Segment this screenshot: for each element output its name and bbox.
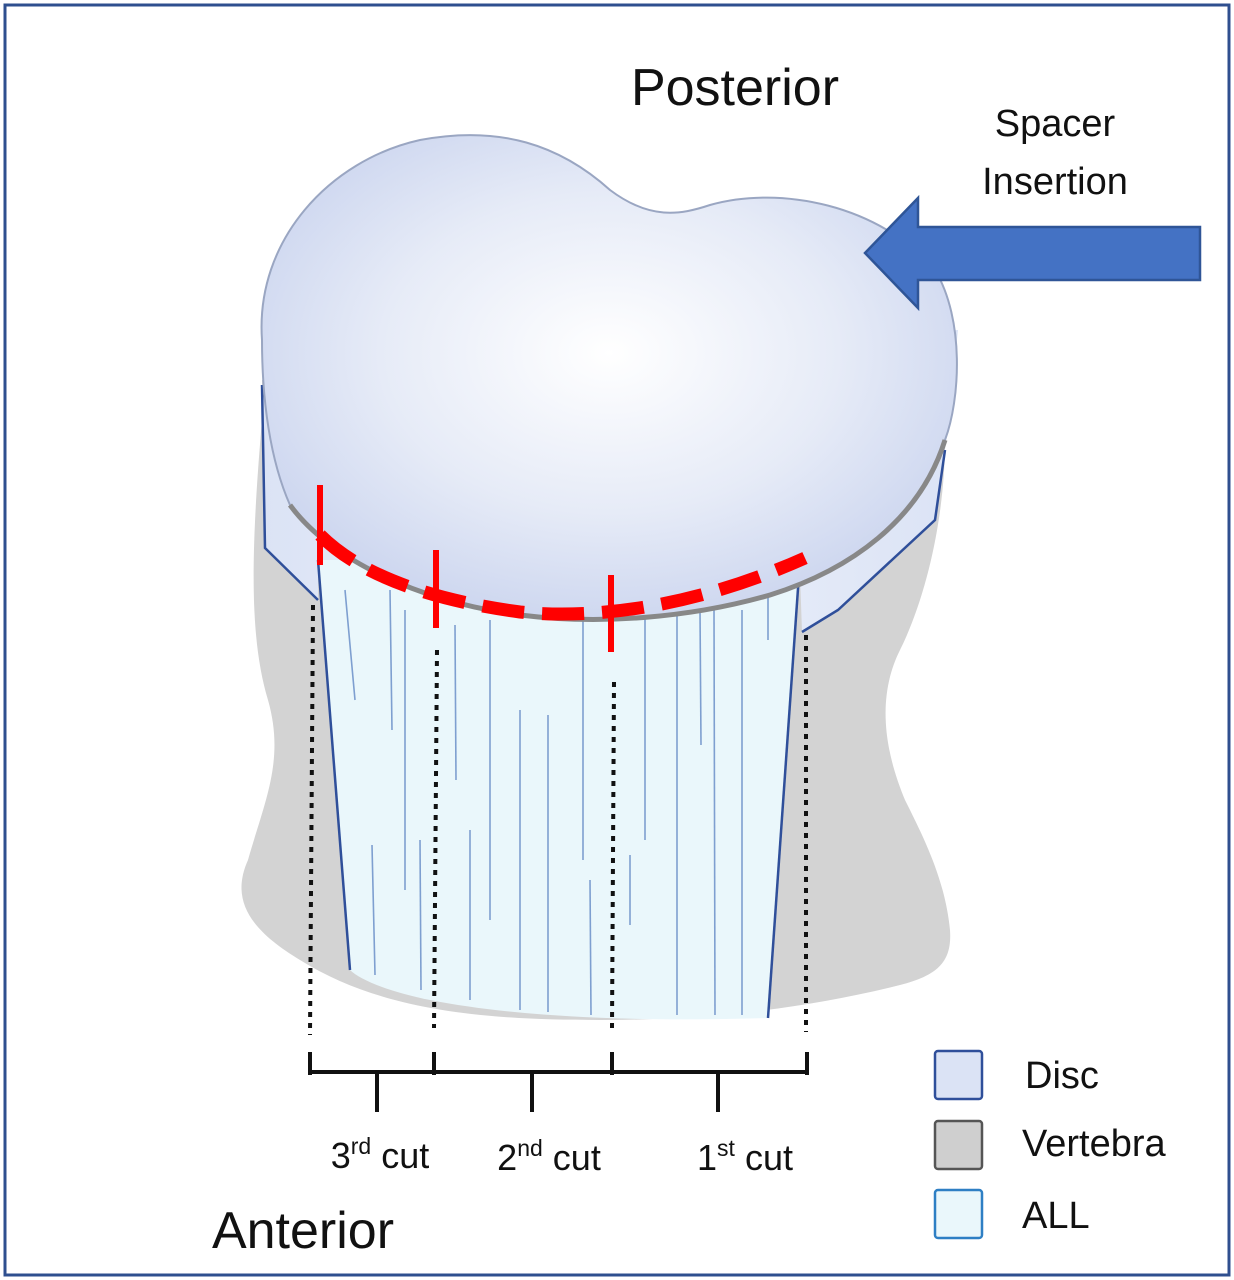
cut-label-2nd-sup: nd [517, 1135, 543, 1161]
cut-label-1st-num: 1 [697, 1137, 717, 1178]
legend-swatch-vertebra [935, 1121, 982, 1169]
spacer-insertion-label-line1: Spacer [995, 103, 1116, 145]
cut-label-3rd: 3rd cut [331, 1133, 430, 1176]
cut-label-1st-word: cut [735, 1137, 793, 1178]
spacer-insertion-label-line2: Insertion [982, 161, 1128, 203]
anterior-label: Anterior [212, 1202, 394, 1260]
legend-swatch-disc [935, 1051, 982, 1099]
cut-label-2nd-word: cut [543, 1137, 601, 1178]
legend-label-vertebra: Vertebra [1022, 1123, 1167, 1165]
legend-swatch-all [935, 1190, 982, 1238]
posterior-label: Posterior [631, 59, 839, 117]
legend-label-disc: Disc [1025, 1055, 1099, 1097]
legend-label-all: ALL [1022, 1195, 1090, 1237]
cut-label-3rd-num: 3 [331, 1135, 351, 1176]
cut-label-1st-sup: st [717, 1135, 736, 1161]
cut-label-3rd-word: cut [371, 1135, 429, 1176]
cut-label-1st: 1st cut [697, 1135, 793, 1178]
cut-label-2nd: 2nd cut [497, 1135, 601, 1178]
cut-label-3rd-sup: rd [351, 1133, 371, 1159]
cut-label-2nd-num: 2 [497, 1137, 517, 1178]
